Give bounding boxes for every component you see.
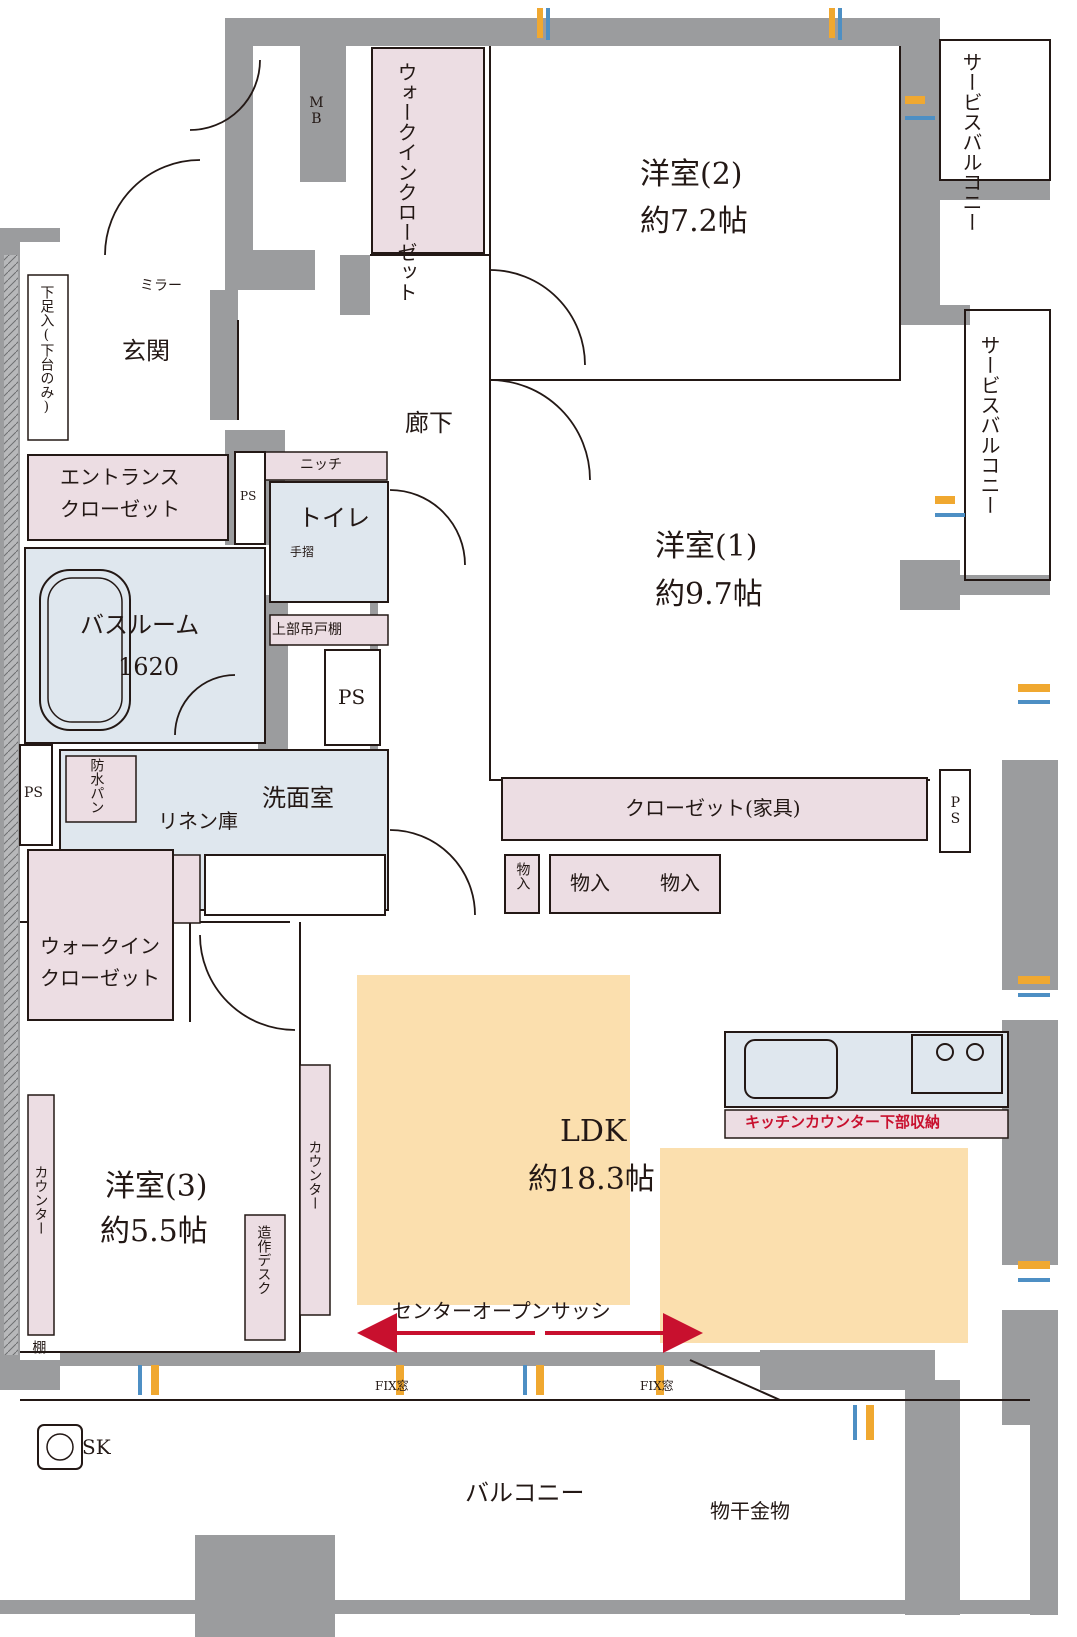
shoe-box <box>27 274 69 441</box>
desk-label: 造作デスク <box>255 1225 272 1295</box>
ps-box-2 <box>324 649 381 746</box>
fix-window-label-2: FIX窓 <box>640 1379 674 1393</box>
counter-ldk-label: カウンター <box>306 1140 323 1210</box>
ps-label-1: PS <box>240 489 257 503</box>
kitchen-counter <box>724 1031 1009 1108</box>
fix-window-label-1: FIX窓 <box>375 1379 409 1393</box>
walkin-top-label: ウォークインクローゼット <box>394 62 418 302</box>
storage-b-label-2: 物入 <box>660 871 700 895</box>
entrance-closet-label-2: クローゼット <box>60 497 180 521</box>
storage-b-label-1: 物入 <box>570 871 610 895</box>
service-balcony-mid-label: サービスバルコニー <box>977 335 1001 515</box>
walkin-closet-top <box>371 47 485 254</box>
niche <box>261 451 388 481</box>
air-marks <box>138 8 1050 1440</box>
room-western3-size: 約5.5帖 <box>100 1214 208 1249</box>
room-western2-name: 洋室(2) <box>640 157 743 192</box>
room-lines <box>20 46 1030 1401</box>
sk-sink <box>37 1424 83 1470</box>
counter-left-label: カウンター <box>32 1165 49 1235</box>
room-western2-size: 約7.2帖 <box>640 204 748 239</box>
storage-a <box>504 854 540 914</box>
room-balcony: バルコニー <box>465 1479 585 1507</box>
niche-label: ニッチ <box>300 457 342 473</box>
room-western1-name: 洋室(1) <box>655 529 758 564</box>
entrance-closet <box>27 454 229 541</box>
closet-furniture <box>501 777 928 841</box>
ps-label-4: PS <box>947 795 964 827</box>
drying-hardware-label: 物干金物 <box>710 1499 790 1523</box>
mb-label: MB <box>308 95 325 127</box>
upper-cabinet-label: 上部吊戸棚 <box>272 622 342 638</box>
linen-label: リネン庫 <box>158 809 238 833</box>
toilet-room <box>269 481 389 603</box>
waterproof-pan-label: 防水パン <box>88 758 105 814</box>
entrance-closet-label-1: エントランス <box>60 465 180 489</box>
room-corridor: 廊下 <box>405 409 453 437</box>
counter-ldk <box>299 1064 331 1316</box>
storage-b <box>549 854 721 914</box>
room-bathroom-size: 1620 <box>118 653 180 681</box>
ps-box-4 <box>939 769 971 853</box>
walkin-closet-left <box>27 849 174 1021</box>
room-western1-size: 約9.7帖 <box>655 577 763 612</box>
ps-label-2: PS <box>338 685 366 709</box>
ps-box-3 <box>19 744 53 846</box>
desk <box>244 1214 286 1341</box>
ps-box-1 <box>234 451 266 545</box>
kitchen-storage-label: キッチンカウンター下部収納 <box>745 1113 941 1131</box>
room-entrance: 玄関 <box>122 337 170 365</box>
room-toilet: トイレ <box>298 504 370 532</box>
mirror-label: ミラー <box>140 278 182 294</box>
counter-left <box>27 1094 55 1336</box>
room-western3-name: 洋室(3) <box>105 1169 208 1204</box>
bathroom-area <box>24 547 266 744</box>
shelf-label: 棚 <box>30 1340 47 1354</box>
handrail-label: 手摺 <box>290 545 315 559</box>
service-balcony-top-label: サービスバルコニー <box>959 52 983 232</box>
room-washroom: 洗面室 <box>262 784 334 812</box>
ps-label-3: PS <box>24 785 44 801</box>
walkin-left-label-1: ウォークイン <box>40 934 160 958</box>
room-ldk-size: 約18.3帖 <box>528 1162 655 1197</box>
room-ldk-name: LDK <box>560 1114 627 1149</box>
storage-a-label: 物入 <box>514 862 531 890</box>
doors <box>104 59 591 1031</box>
sk-label: SK <box>82 1435 111 1459</box>
sun-area-2 <box>660 1148 968 1343</box>
sun-area-1 <box>357 975 630 1305</box>
closet-furniture-label: クローゼット(家具) <box>625 796 801 820</box>
walkin-left-label-2: クローゼット <box>40 966 160 990</box>
center-open-sash-label: センターオープンサッシ <box>392 1299 611 1323</box>
shoe-box-label: 下足入(下台のみ) <box>38 285 55 415</box>
facade-strip <box>4 255 18 1355</box>
room-bathroom-name: バスルーム <box>80 611 200 639</box>
